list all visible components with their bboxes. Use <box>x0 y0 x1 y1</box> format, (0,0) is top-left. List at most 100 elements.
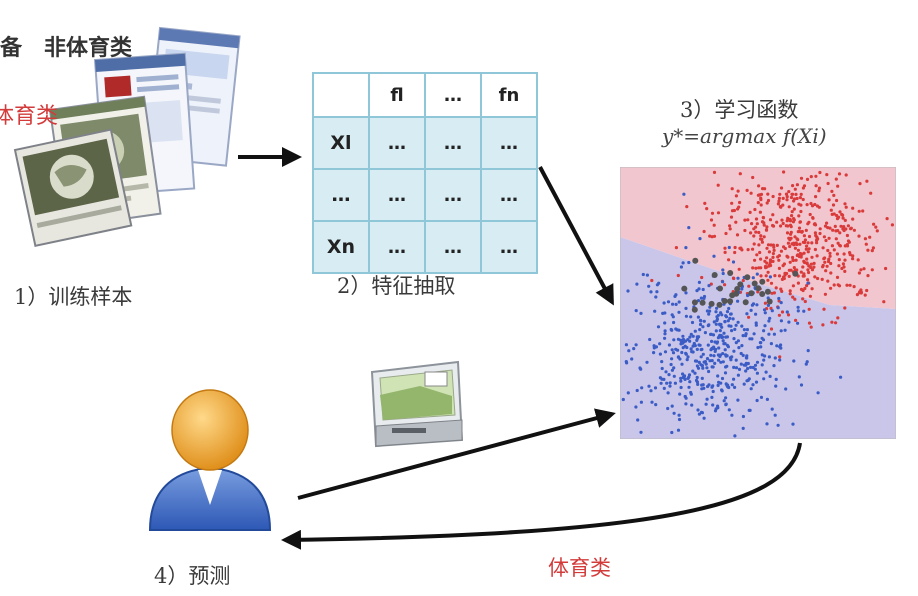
scatter-point <box>817 189 821 193</box>
scatter-point <box>667 373 671 377</box>
scatter-point <box>715 315 719 319</box>
scatter-point <box>802 251 806 255</box>
scatter-point <box>725 335 729 339</box>
scatter-point <box>710 395 714 399</box>
scatter-point <box>723 283 727 287</box>
scatter-point <box>813 247 817 252</box>
scatter-point <box>736 373 740 377</box>
scatter-point <box>716 183 720 187</box>
scatter-point <box>739 351 743 356</box>
scatter-point <box>736 276 740 280</box>
scatter-point <box>709 282 713 286</box>
scatter-point <box>684 351 688 355</box>
scatter-point <box>792 218 796 222</box>
scatter-point <box>726 383 730 387</box>
scatter-point <box>668 384 672 388</box>
scatter-point <box>721 268 725 272</box>
scatter-point <box>704 402 708 406</box>
scatter-point <box>689 347 693 351</box>
scatter-point <box>691 306 698 313</box>
scatter-point <box>766 298 773 305</box>
scatter-point <box>806 281 810 285</box>
scatter-point <box>803 238 807 242</box>
scatter-point <box>700 347 704 351</box>
scatter-point <box>768 218 773 222</box>
scatter-point <box>859 288 863 292</box>
scatter-point <box>760 353 764 357</box>
scatter-point <box>666 300 671 304</box>
scatter-point <box>788 289 792 293</box>
scatter-point <box>840 266 844 271</box>
scatter-point <box>818 170 822 175</box>
scatter-point <box>734 286 741 292</box>
scatter-point <box>750 303 754 307</box>
scatter-point <box>826 279 830 283</box>
scatter-point <box>674 327 678 331</box>
scatter-point <box>771 223 775 228</box>
scatter-point <box>804 228 808 232</box>
scatter-point <box>823 260 827 264</box>
scatter-point <box>751 383 755 387</box>
scatter-point <box>841 216 845 220</box>
scatter-point <box>690 350 694 354</box>
scatter-point <box>785 198 789 202</box>
scatter-point <box>715 319 719 323</box>
scatter-point <box>727 245 731 250</box>
scatter-point <box>635 282 639 286</box>
scatter-point <box>812 265 816 269</box>
scatter-point <box>744 356 748 360</box>
scatter-point <box>779 319 783 323</box>
scatter-point <box>874 225 878 229</box>
scatter-point <box>712 320 716 324</box>
scatter-point <box>834 321 838 325</box>
scatter-point <box>679 379 683 383</box>
scatter-point <box>639 400 643 404</box>
scatter-point <box>736 299 740 303</box>
scatter-point <box>754 266 758 270</box>
scatter-point <box>807 220 811 224</box>
scatter-point <box>673 294 677 298</box>
scatter-point <box>821 263 825 268</box>
scatter-point <box>775 220 779 224</box>
scatter-point <box>700 376 704 380</box>
scatter-point <box>664 370 668 374</box>
scatter-point <box>806 241 810 245</box>
scatter-point <box>754 230 758 234</box>
scatter-point <box>766 303 770 307</box>
scatter-point <box>746 366 750 371</box>
scatter-point <box>634 309 638 313</box>
scatter-point <box>801 297 805 301</box>
scatter-point <box>733 250 737 255</box>
scatter-point <box>805 177 810 181</box>
scatter-point <box>778 192 782 196</box>
scatter-point <box>846 224 850 228</box>
scatter-point <box>687 226 691 230</box>
scatter-point <box>677 413 681 417</box>
scatter-point <box>685 358 689 362</box>
scatter-point <box>792 241 796 245</box>
scatter-point <box>710 339 714 343</box>
scatter-point <box>697 287 701 291</box>
scatter-point <box>869 191 873 195</box>
scatter-point <box>777 274 782 278</box>
scatter-point <box>666 391 670 395</box>
table-cell: … <box>424 220 482 274</box>
scatter-point <box>721 271 725 276</box>
scatter-point <box>708 300 715 307</box>
scatter-point <box>698 328 702 332</box>
scatter-point <box>811 216 815 220</box>
scatter-point <box>789 230 793 234</box>
table-row: Xn … … … <box>312 220 538 274</box>
scatter-point <box>796 248 800 252</box>
scatter-point <box>786 255 790 259</box>
formula-argmax: y*=argmax f(Xi) <box>662 124 827 148</box>
table-corner-cell <box>312 72 370 118</box>
partial-label-top: 备 <box>0 36 23 61</box>
scatter-point <box>780 289 784 293</box>
scatter-point <box>831 228 835 232</box>
scatter-point <box>762 377 766 381</box>
arrow-prediction-to-learning <box>297 408 616 500</box>
arrow-features-to-learning <box>538 166 614 306</box>
scatter-point <box>732 337 736 341</box>
scatter-point <box>727 324 731 328</box>
